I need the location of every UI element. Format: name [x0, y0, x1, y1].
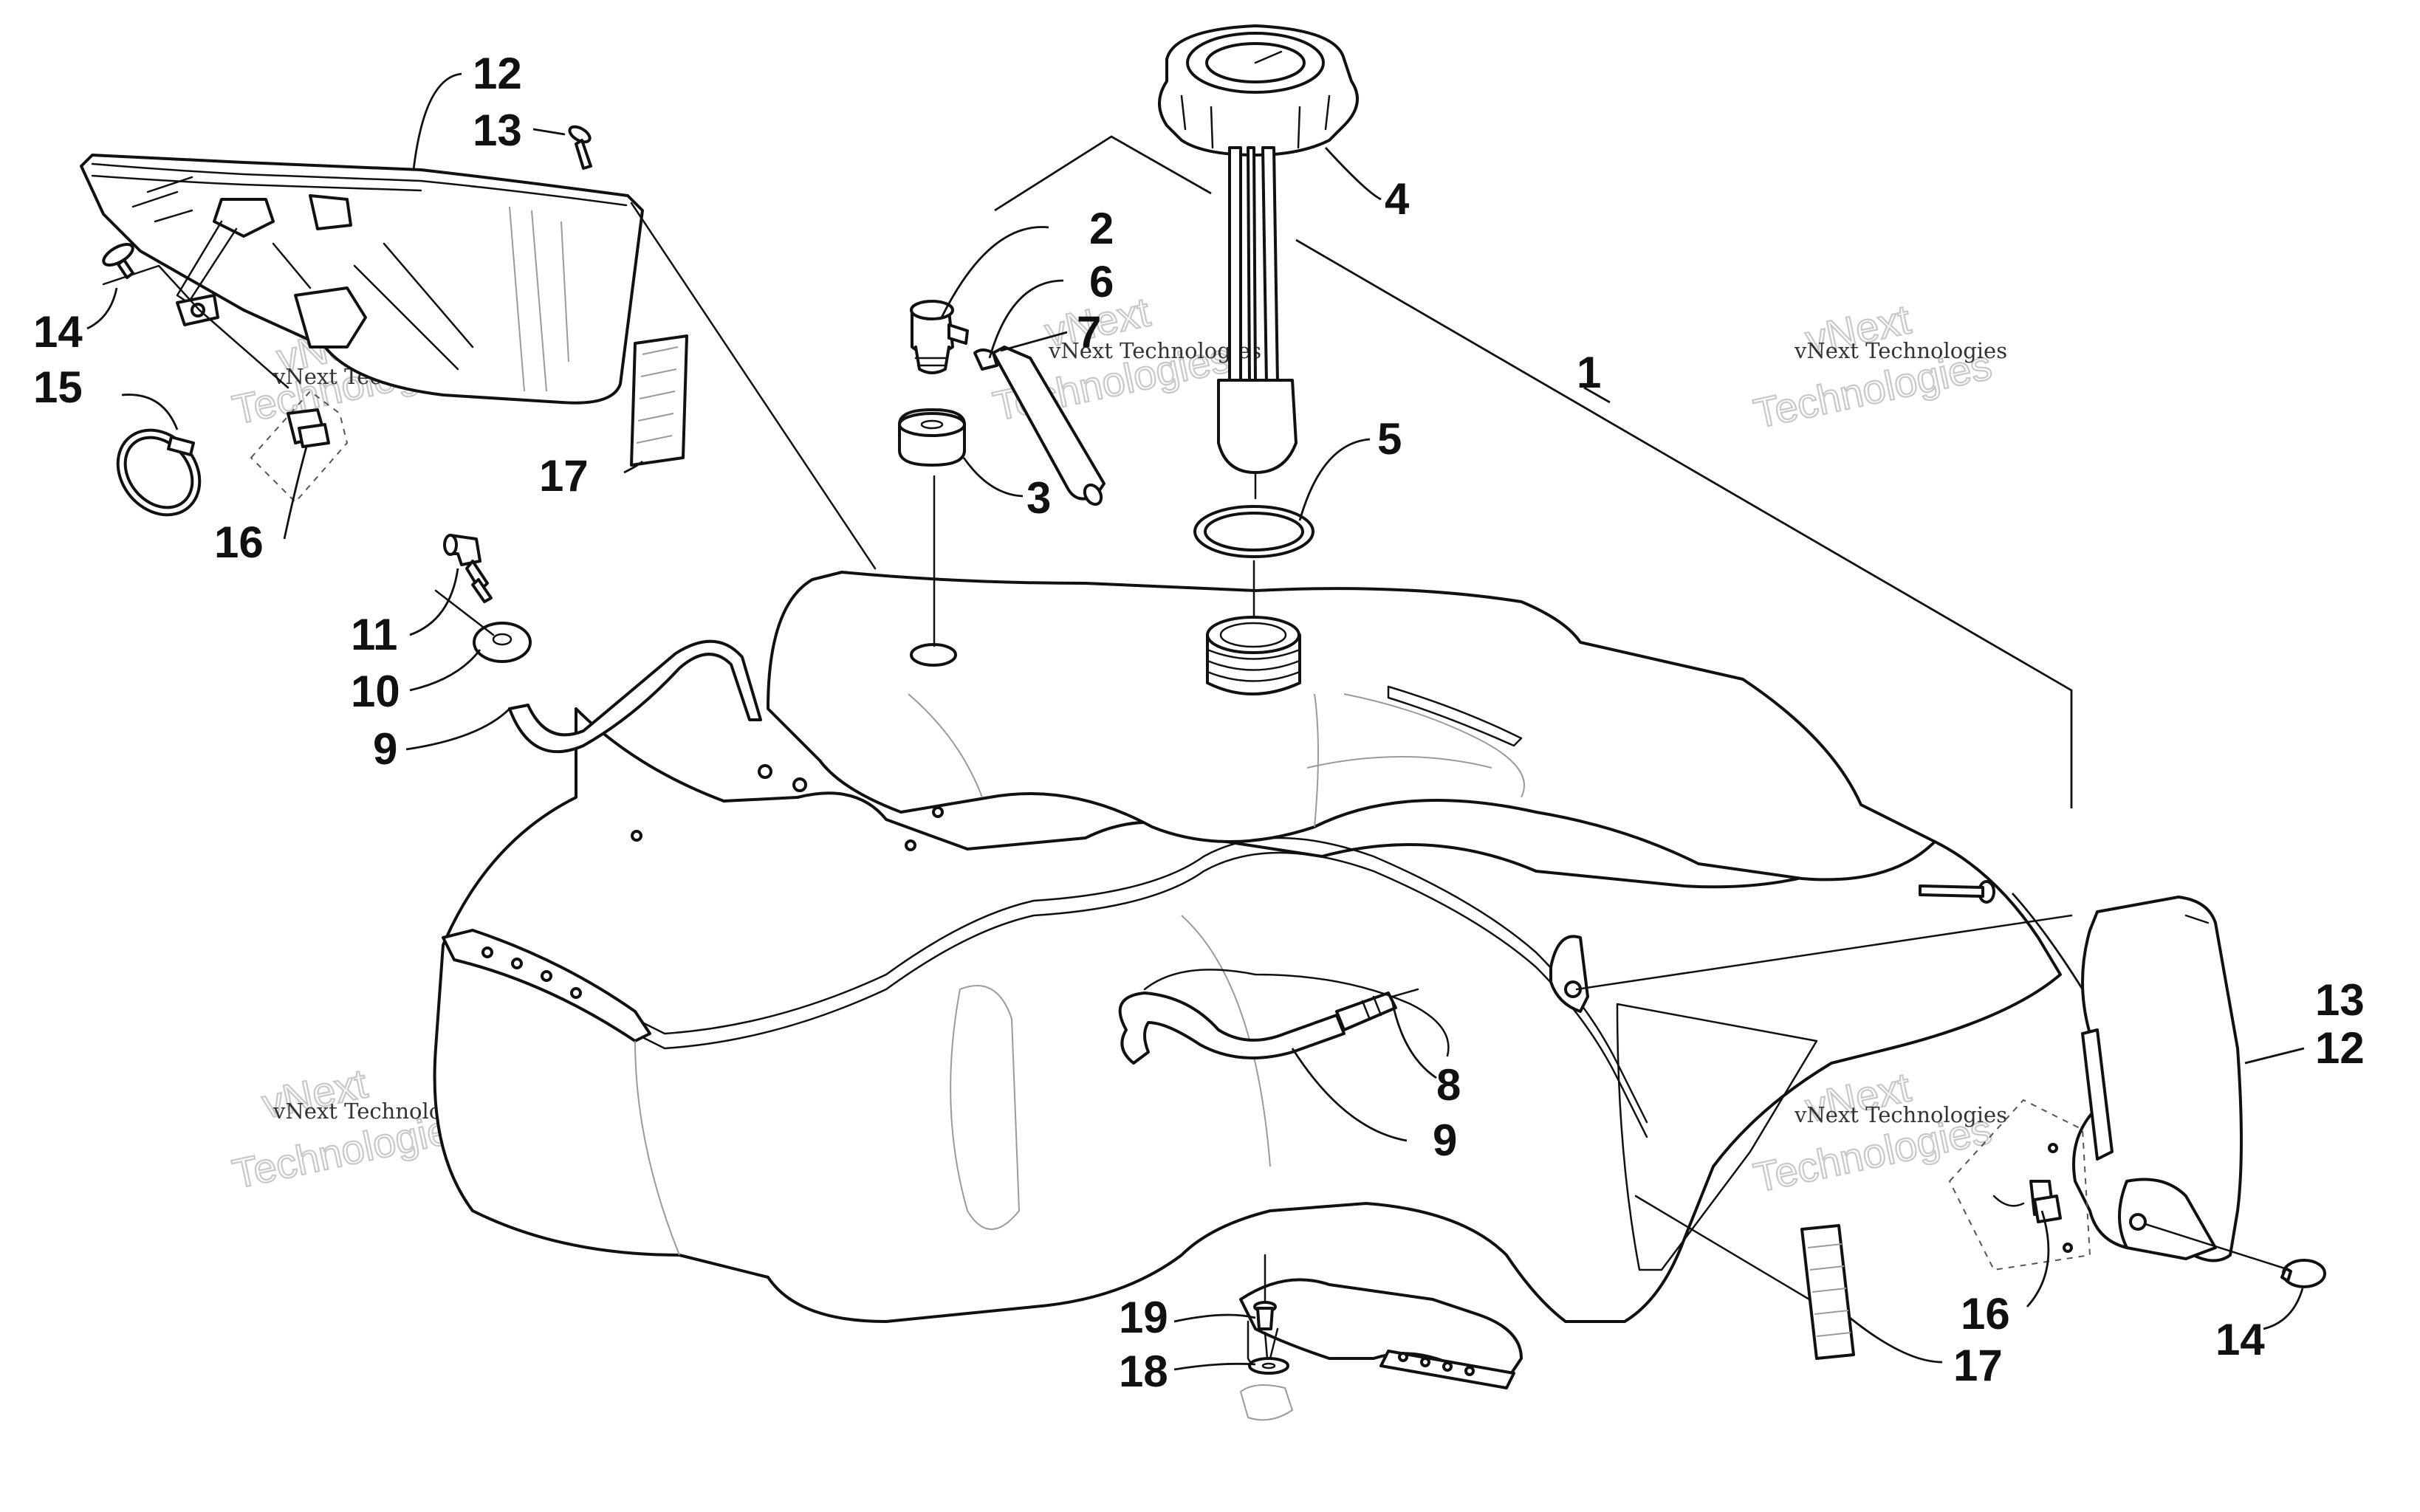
- cap-needle: [1254, 50, 1283, 64]
- clip-16-right: [1948, 1099, 2091, 1271]
- tank-hole: [932, 806, 944, 818]
- callout-4: 4: [1385, 174, 1410, 224]
- callout-8: 8: [1436, 1060, 1461, 1110]
- adhesive-strip-17-right: [1800, 1224, 1855, 1360]
- vent-valve-2: [910, 300, 969, 374]
- callout-14-right: 14: [2215, 1315, 2265, 1364]
- callout-labels: 1 2 3 4 5 6 7 8 9 9 10 11 12 12 13 13 14…: [33, 49, 2365, 1396]
- callout-16-right: 16: [1961, 1289, 2010, 1339]
- callout-10: 10: [351, 667, 400, 716]
- hose-9-left: [508, 639, 762, 754]
- tank-side-panel-outline: [1616, 1003, 1818, 1271]
- pump-housing: [1217, 379, 1298, 474]
- callout-13-left: 13: [473, 106, 522, 155]
- flange-hole: [541, 970, 552, 982]
- tank-inner-contour: [1306, 756, 1492, 769]
- callout-18: 18: [1119, 1347, 1168, 1396]
- pump-tube-2: [1261, 146, 1279, 385]
- watermark-top-right: vNext Technologies vNext Technologies: [1749, 295, 2007, 438]
- callout-11: 11: [351, 610, 397, 659]
- clip-16-left: [250, 390, 349, 504]
- washer-18: [1248, 1357, 1289, 1375]
- callout-19: 19: [1119, 1293, 1168, 1342]
- callout-17-right: 17: [1953, 1341, 2003, 1390]
- tank-ridge: [1387, 685, 1523, 747]
- cap-grip: [1180, 94, 1331, 149]
- tank-filler-neck: [1206, 616, 1301, 695]
- pin-19: [1253, 1254, 1277, 1330]
- callout-2: 2: [1089, 204, 1114, 253]
- flange-hole: [570, 987, 582, 999]
- tank-fuel-line: [1118, 969, 1450, 1065]
- o-ring-5: [1193, 505, 1314, 558]
- side-panel-left-12: [80, 154, 644, 405]
- callout-5: 5: [1377, 414, 1402, 464]
- screw-13-right: [1919, 880, 1995, 904]
- grommet-plate: [1239, 1384, 1294, 1421]
- leader-lines: [86, 72, 2305, 1371]
- screw-13-left: [568, 125, 592, 170]
- tank-inner-contour: [1343, 693, 1525, 798]
- grommet-10: [473, 622, 532, 663]
- tank-lower-bracket: [1239, 1278, 1523, 1389]
- tank-hole: [631, 830, 642, 842]
- callout-12-left: 12: [473, 49, 522, 98]
- tank-seam-line: [449, 836, 1648, 1124]
- tank-seam-line-2: [449, 851, 1648, 1138]
- callout-9-center: 9: [1433, 1116, 1457, 1165]
- callout-3: 3: [1026, 473, 1051, 523]
- callout-14-left: 14: [33, 307, 83, 357]
- elbow-fitting-11: [443, 534, 493, 603]
- tank-inner-contour: [634, 1040, 680, 1256]
- watermark-text: vNext Technologies: [1048, 338, 1261, 363]
- flange-hole: [511, 958, 523, 969]
- hose-6: [973, 346, 1106, 506]
- tank-inner-contour: [1314, 693, 1319, 828]
- tank-inner-contour: [908, 693, 983, 798]
- plug-14-right: [2280, 1259, 2326, 1288]
- flange-hole: [481, 946, 493, 958]
- tank-hole: [905, 839, 916, 851]
- watermark-text: vNext Technologies: [1794, 1102, 2007, 1127]
- callout-16-left: 16: [214, 518, 264, 567]
- fuel-pump-assembly: [1158, 24, 1359, 500]
- tank-hole: [758, 764, 772, 779]
- adhesive-strip-17-left: [630, 334, 688, 467]
- side-panel-right-12: [2072, 896, 2243, 1262]
- tank-inner-contour: [950, 985, 1021, 1230]
- callout-6: 6: [1089, 257, 1114, 306]
- plug-14-left: [102, 243, 134, 279]
- callout-15: 15: [33, 362, 83, 412]
- callout-13-right: 13: [2315, 975, 2365, 1025]
- fuel-tank-top-shell: [767, 571, 1936, 882]
- tank-grommet-recess: [910, 643, 957, 667]
- grommet-3: [898, 408, 966, 467]
- tank-left-flange: [442, 929, 651, 1042]
- callout-17-left: 17: [539, 451, 589, 501]
- tank-inner-contour: [1181, 915, 1271, 1167]
- callout-1: 1: [1577, 348, 1601, 397]
- clamp-15: [116, 428, 202, 517]
- callout-7: 7: [1077, 307, 1101, 357]
- callout-9-left: 9: [373, 724, 397, 774]
- callout-12-right: 12: [2315, 1023, 2365, 1073]
- pump-rod: [1247, 146, 1257, 385]
- fuel-tank: [433, 571, 2062, 1421]
- tank-hole: [792, 777, 807, 792]
- pump-tube: [1228, 146, 1242, 385]
- watermark-text: vNext Technologies: [1794, 338, 2007, 363]
